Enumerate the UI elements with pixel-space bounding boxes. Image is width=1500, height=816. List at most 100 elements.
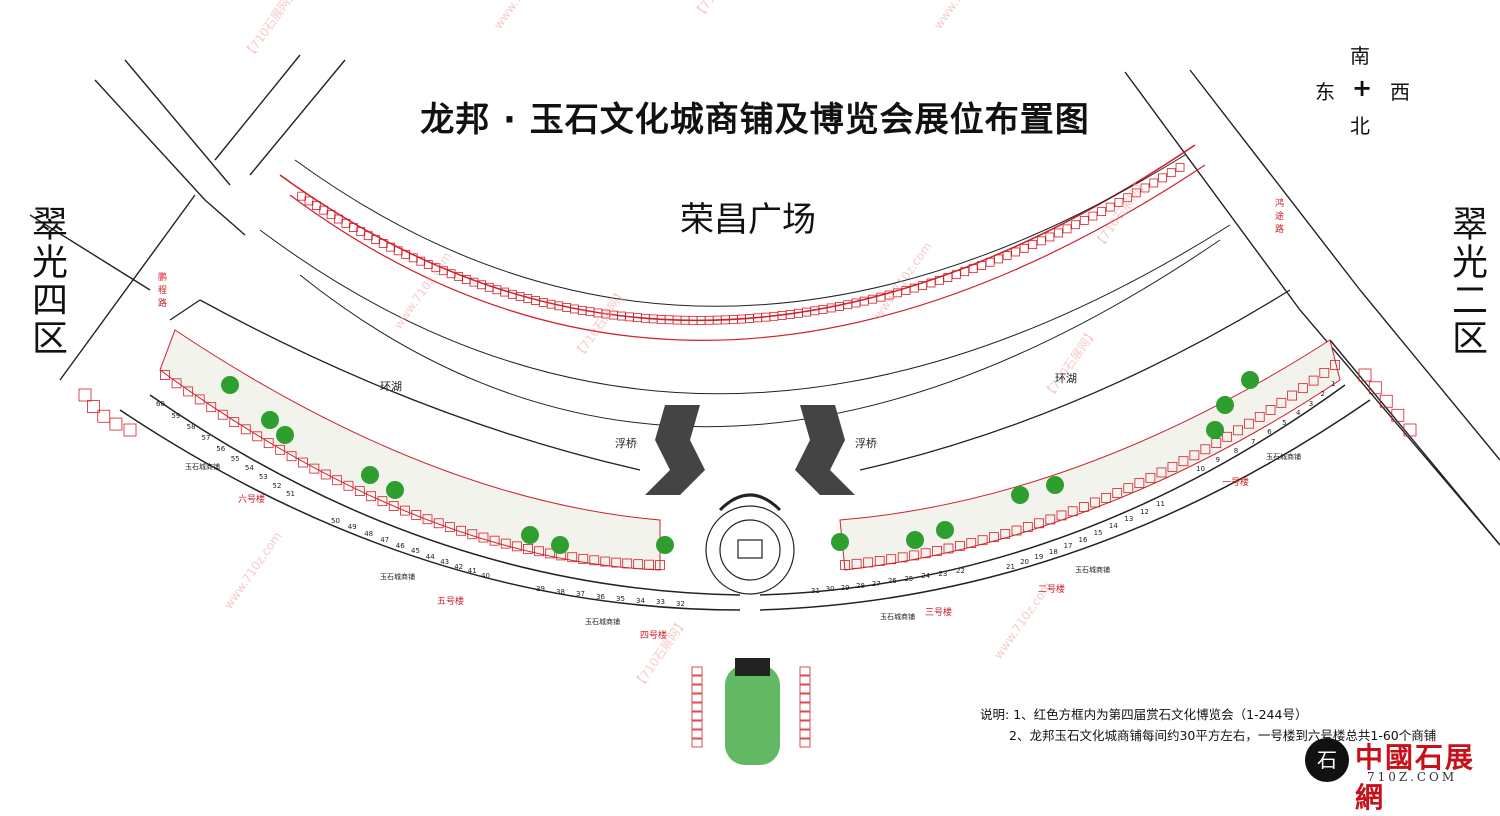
shop-number: 41: [467, 567, 477, 576]
booth-box: [1254, 411, 1265, 422]
shop-number: 28: [856, 581, 865, 590]
booth-box: [431, 263, 441, 273]
plaza-outline: [259, 144, 1231, 428]
booth-box: [920, 548, 931, 559]
watermark-url: www.710z.com: [221, 529, 285, 611]
shop-label-b3: 玉石城商铺: [880, 613, 915, 621]
booth-box: [1131, 188, 1141, 198]
booth-box: [1036, 236, 1046, 246]
booth-box: [445, 522, 455, 533]
shop-number: 56: [216, 444, 226, 453]
watermark-text: 【710石展网】: [1091, 176, 1150, 252]
booth-box: [1022, 522, 1033, 532]
booth-box: [578, 553, 589, 564]
compass-cross-icon: +: [1352, 74, 1373, 102]
booth-box: [897, 552, 908, 563]
booth-box: [511, 541, 522, 552]
watermark-text: 【710石展网】: [571, 286, 630, 362]
booth-box: [332, 475, 343, 486]
booth-box: [354, 486, 365, 496]
shop-number: 52: [272, 481, 282, 490]
shop-number: 48: [364, 529, 374, 538]
booth-box: [171, 378, 182, 389]
booth-box: [1167, 461, 1178, 472]
booth-box: [97, 409, 111, 423]
shop-number: 16: [1078, 535, 1088, 544]
booth-box: [633, 559, 644, 570]
shop-number: 38: [556, 587, 565, 596]
shop-number: 3: [1308, 399, 1314, 408]
booth-box: [401, 249, 411, 259]
booth-box: [1319, 367, 1330, 378]
booth-box: [691, 693, 703, 703]
booth-box: [1101, 492, 1112, 503]
shop-number: 24: [921, 572, 931, 581]
shop-number: 14: [1108, 522, 1118, 531]
district-right: 翠光二区: [1446, 205, 1487, 357]
booth-box: [1090, 497, 1100, 508]
shop-label-b2: 玉石城商铺: [1075, 566, 1110, 574]
booth-box: [1166, 168, 1176, 178]
booth-box: [408, 253, 418, 263]
booth-box: [1233, 425, 1243, 436]
booth-box: [600, 556, 611, 567]
booth-box: [932, 546, 942, 556]
booth-box: [951, 270, 961, 280]
booth-box: [691, 702, 703, 712]
booth-box: [1175, 162, 1185, 172]
booth-box: [567, 552, 578, 563]
booth-box: [377, 496, 388, 507]
booth-box: [298, 457, 308, 468]
booth-box: [1287, 390, 1298, 401]
shop-number: 11: [1156, 500, 1165, 508]
building-4-label: 四号楼: [640, 631, 668, 641]
booth-box: [589, 555, 600, 566]
booth-box: [1222, 431, 1233, 442]
watermark-url: www.710z.com: [491, 0, 555, 32]
booth-box: [1134, 478, 1145, 488]
booth-box: [1088, 211, 1098, 221]
booth-box: [1330, 360, 1340, 370]
tree-icon: [361, 466, 379, 484]
road-lines: [29, 54, 1500, 546]
logo-domain: 710Z.COM: [1367, 770, 1458, 784]
compass-bottom-label: 北: [1350, 114, 1370, 138]
shop-label-b6: 玉石城商铺: [185, 463, 220, 471]
central-garden: [725, 658, 780, 765]
bridge-label-left: 浮桥: [615, 437, 637, 450]
shop-number: 31: [811, 587, 820, 595]
booth-box: [874, 555, 885, 566]
shop-number: 2: [1320, 389, 1325, 398]
lake-label-right: 环湖: [1055, 372, 1077, 385]
notes-prefix: 说明:: [980, 707, 1014, 722]
booth-box: [943, 543, 954, 554]
booth-box: [691, 711, 703, 721]
booth-box: [1403, 423, 1417, 437]
booth-box: [320, 469, 331, 480]
booth-box: [423, 260, 433, 269]
booth-box: [799, 711, 811, 721]
shop-number: 8: [1233, 446, 1239, 455]
shop-number: 39: [536, 585, 545, 593]
booth-box: [886, 554, 897, 565]
booth-box: [1379, 394, 1393, 408]
booth-box: [985, 257, 995, 267]
booth-box: [935, 275, 944, 285]
booth-box: [1045, 232, 1055, 242]
building-5-label: 五号楼: [437, 597, 465, 607]
booth-box: [943, 273, 953, 282]
booth-box: [400, 505, 410, 516]
shop-number: 59: [171, 411, 181, 420]
booth-box: [263, 438, 274, 449]
shop-number: 19: [1034, 553, 1044, 562]
booth-box: [1308, 375, 1319, 386]
logo-badge-icon: 石: [1305, 738, 1349, 782]
booth-box: [926, 278, 936, 288]
shop-number: 55: [230, 454, 240, 463]
central-stage: [705, 493, 795, 595]
booth-box: [1062, 224, 1072, 234]
booth-box: [1158, 173, 1167, 183]
booth-box: [160, 370, 170, 380]
garden-strip: [159, 329, 1341, 571]
booth-box: [644, 559, 654, 570]
